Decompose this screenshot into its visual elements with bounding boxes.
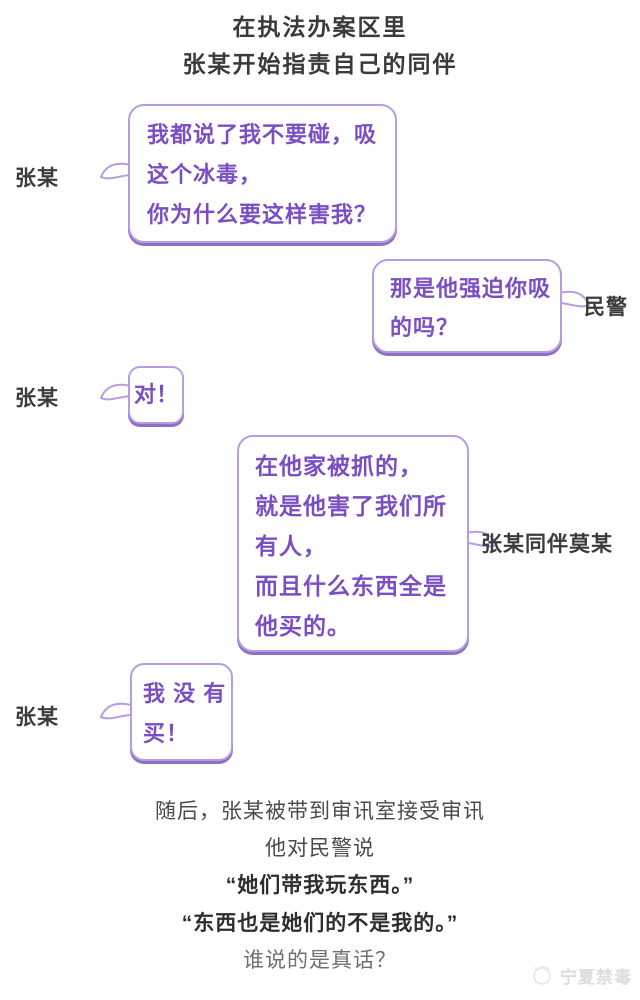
watermark: 宁夏禁毒 xyxy=(529,962,632,988)
bubble-tail-right-icon xyxy=(465,530,497,548)
watermark-logo-icon xyxy=(533,966,551,985)
chat-bubble: 在他家被抓的， 就是他害了我们所 有人， 而且什么东西全是 他买的。 xyxy=(237,435,469,652)
speaker-label: 张某 xyxy=(15,387,59,410)
bubble-tail-left-icon xyxy=(100,702,132,720)
chat-bubble: 我都说了我不要碰，吸 这个冰毒， 你为什么要这样害我？ xyxy=(128,104,397,243)
question-line: 谁说的是真话？ xyxy=(243,949,397,972)
chat-bubble: 对！ xyxy=(128,366,184,424)
speaker-label: 张某 xyxy=(15,167,59,190)
chat-bubble: 我 没 有 买！ xyxy=(130,663,233,761)
speaker-label: 张某同伴莫某 xyxy=(481,533,613,556)
speaker-label: 民警 xyxy=(584,296,628,319)
bubble-tail-left-icon xyxy=(100,162,132,180)
title-line-1: 在执法办案区里 xyxy=(232,14,408,40)
speaker-label: 张某 xyxy=(15,706,59,729)
quote-line: “她们带我玩东西。” xyxy=(225,874,415,897)
watermark-text: 宁夏禁毒 xyxy=(560,967,632,987)
narration-line: 他对民警说 xyxy=(265,837,375,860)
chat-bubble: 那是他强迫你吸 的吗？ xyxy=(372,259,562,353)
title-line-2: 张某开始指责自己的同伴 xyxy=(182,51,458,77)
quote-line: “东西也是她们的不是我的。” xyxy=(181,912,459,935)
narration-line: 随后，张某被带到审讯室接受审讯 xyxy=(155,800,485,823)
bubble-tail-right-icon xyxy=(558,290,590,308)
bubble-tail-left-icon xyxy=(100,383,132,401)
